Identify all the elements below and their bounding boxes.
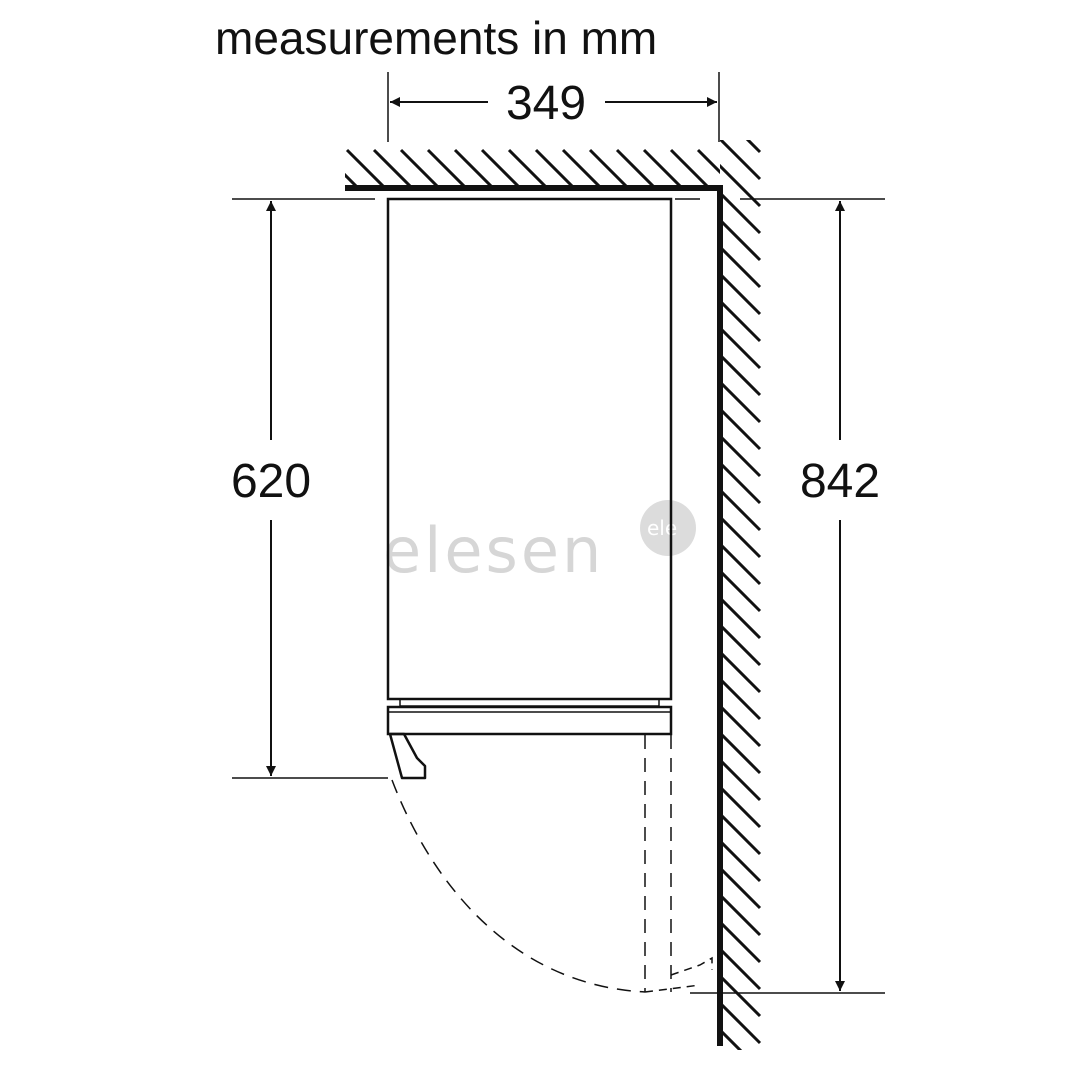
wall-hatch-line [720, 325, 762, 370]
wall-hatch-line [720, 406, 762, 451]
watermark-text: elesen [383, 514, 604, 587]
ceiling-hatch-line [752, 150, 792, 190]
wall-hatch-line [720, 541, 762, 586]
wall-hatch-line [720, 811, 762, 856]
wall-hatch-line [720, 595, 762, 640]
wall-hatch-line [720, 892, 762, 937]
door-open-handle-dashed [670, 956, 713, 976]
door-handle-icon [388, 732, 427, 780]
wall-hatch-line [720, 190, 762, 235]
wall-hatch-line [720, 568, 762, 613]
wall-hatch [718, 140, 762, 1080]
appliance-body [386, 197, 673, 701]
wall-hatch-line [720, 352, 762, 397]
ceiling-hatch-line [345, 148, 388, 188]
wall-hatch-line [720, 757, 762, 802]
wall-hatch-line [720, 946, 762, 991]
wall-hatch-line [720, 622, 762, 667]
ceiling-hatch-line [399, 148, 442, 188]
ceiling-hatch-line [725, 150, 765, 190]
watermark: elesen ele [383, 500, 696, 587]
height-842-label: 842 [800, 455, 880, 508]
wall-hatch-line [720, 730, 762, 775]
ceiling-hatch-line [507, 148, 550, 188]
wall-hatch-line [720, 919, 762, 964]
ceiling-hatch-line [642, 148, 685, 188]
diagram-title: measurements in mm [215, 12, 657, 64]
wall-hatch-line [720, 703, 762, 748]
wall-hatch-line [720, 379, 762, 424]
appliance-plinth [386, 705, 673, 736]
wall-hatch-line [720, 1000, 762, 1045]
wall-hatch-line [720, 217, 762, 262]
width-dimension-label: 349 [506, 77, 586, 130]
watermark-badge-text: ele [647, 516, 677, 540]
height-620-label: 620 [231, 455, 311, 508]
ceiling-hatch-line [453, 148, 496, 188]
wall-hatch-line [718, 1055, 760, 1080]
wall-hatch-line [720, 271, 762, 316]
door-open-bottom-dashed [644, 984, 701, 993]
ceiling-hatch-line [615, 148, 658, 188]
wall-hatch-line [720, 865, 762, 910]
ceiling-hatch-line [426, 148, 469, 188]
wall-hatch-line [720, 649, 762, 694]
wall-hatch-line [720, 487, 762, 532]
wall-hatch-line [720, 433, 762, 478]
wall-hatch-line [720, 244, 762, 289]
watermark-badge-icon [640, 500, 696, 556]
wall-hatch-line [745, 140, 762, 154]
ceiling-hatch-line [561, 148, 604, 188]
wall-hatch-line [720, 514, 762, 559]
ceiling-hatch-line [588, 148, 631, 188]
ceiling-hatch-line [696, 148, 720, 175]
wall-hatch-line [720, 140, 762, 181]
wall-hatch-line [720, 460, 762, 505]
ceiling-hatch-line [534, 148, 577, 188]
wall-hatch-line [720, 838, 762, 883]
ceiling-hatch [345, 148, 792, 190]
door-swing-arc [391, 779, 646, 993]
wall-hatch-line [720, 298, 762, 343]
ceiling-hatch-line [372, 148, 415, 188]
wall-hatch-line [720, 973, 762, 1018]
ceiling-hatch-line [345, 172, 361, 188]
ceiling-hatch-line [669, 148, 712, 188]
ceiling-hatch-line [480, 148, 523, 188]
wall-hatch-line [720, 676, 762, 721]
wall-hatch-line [720, 784, 762, 829]
wall-hatch-line [720, 1027, 743, 1050]
